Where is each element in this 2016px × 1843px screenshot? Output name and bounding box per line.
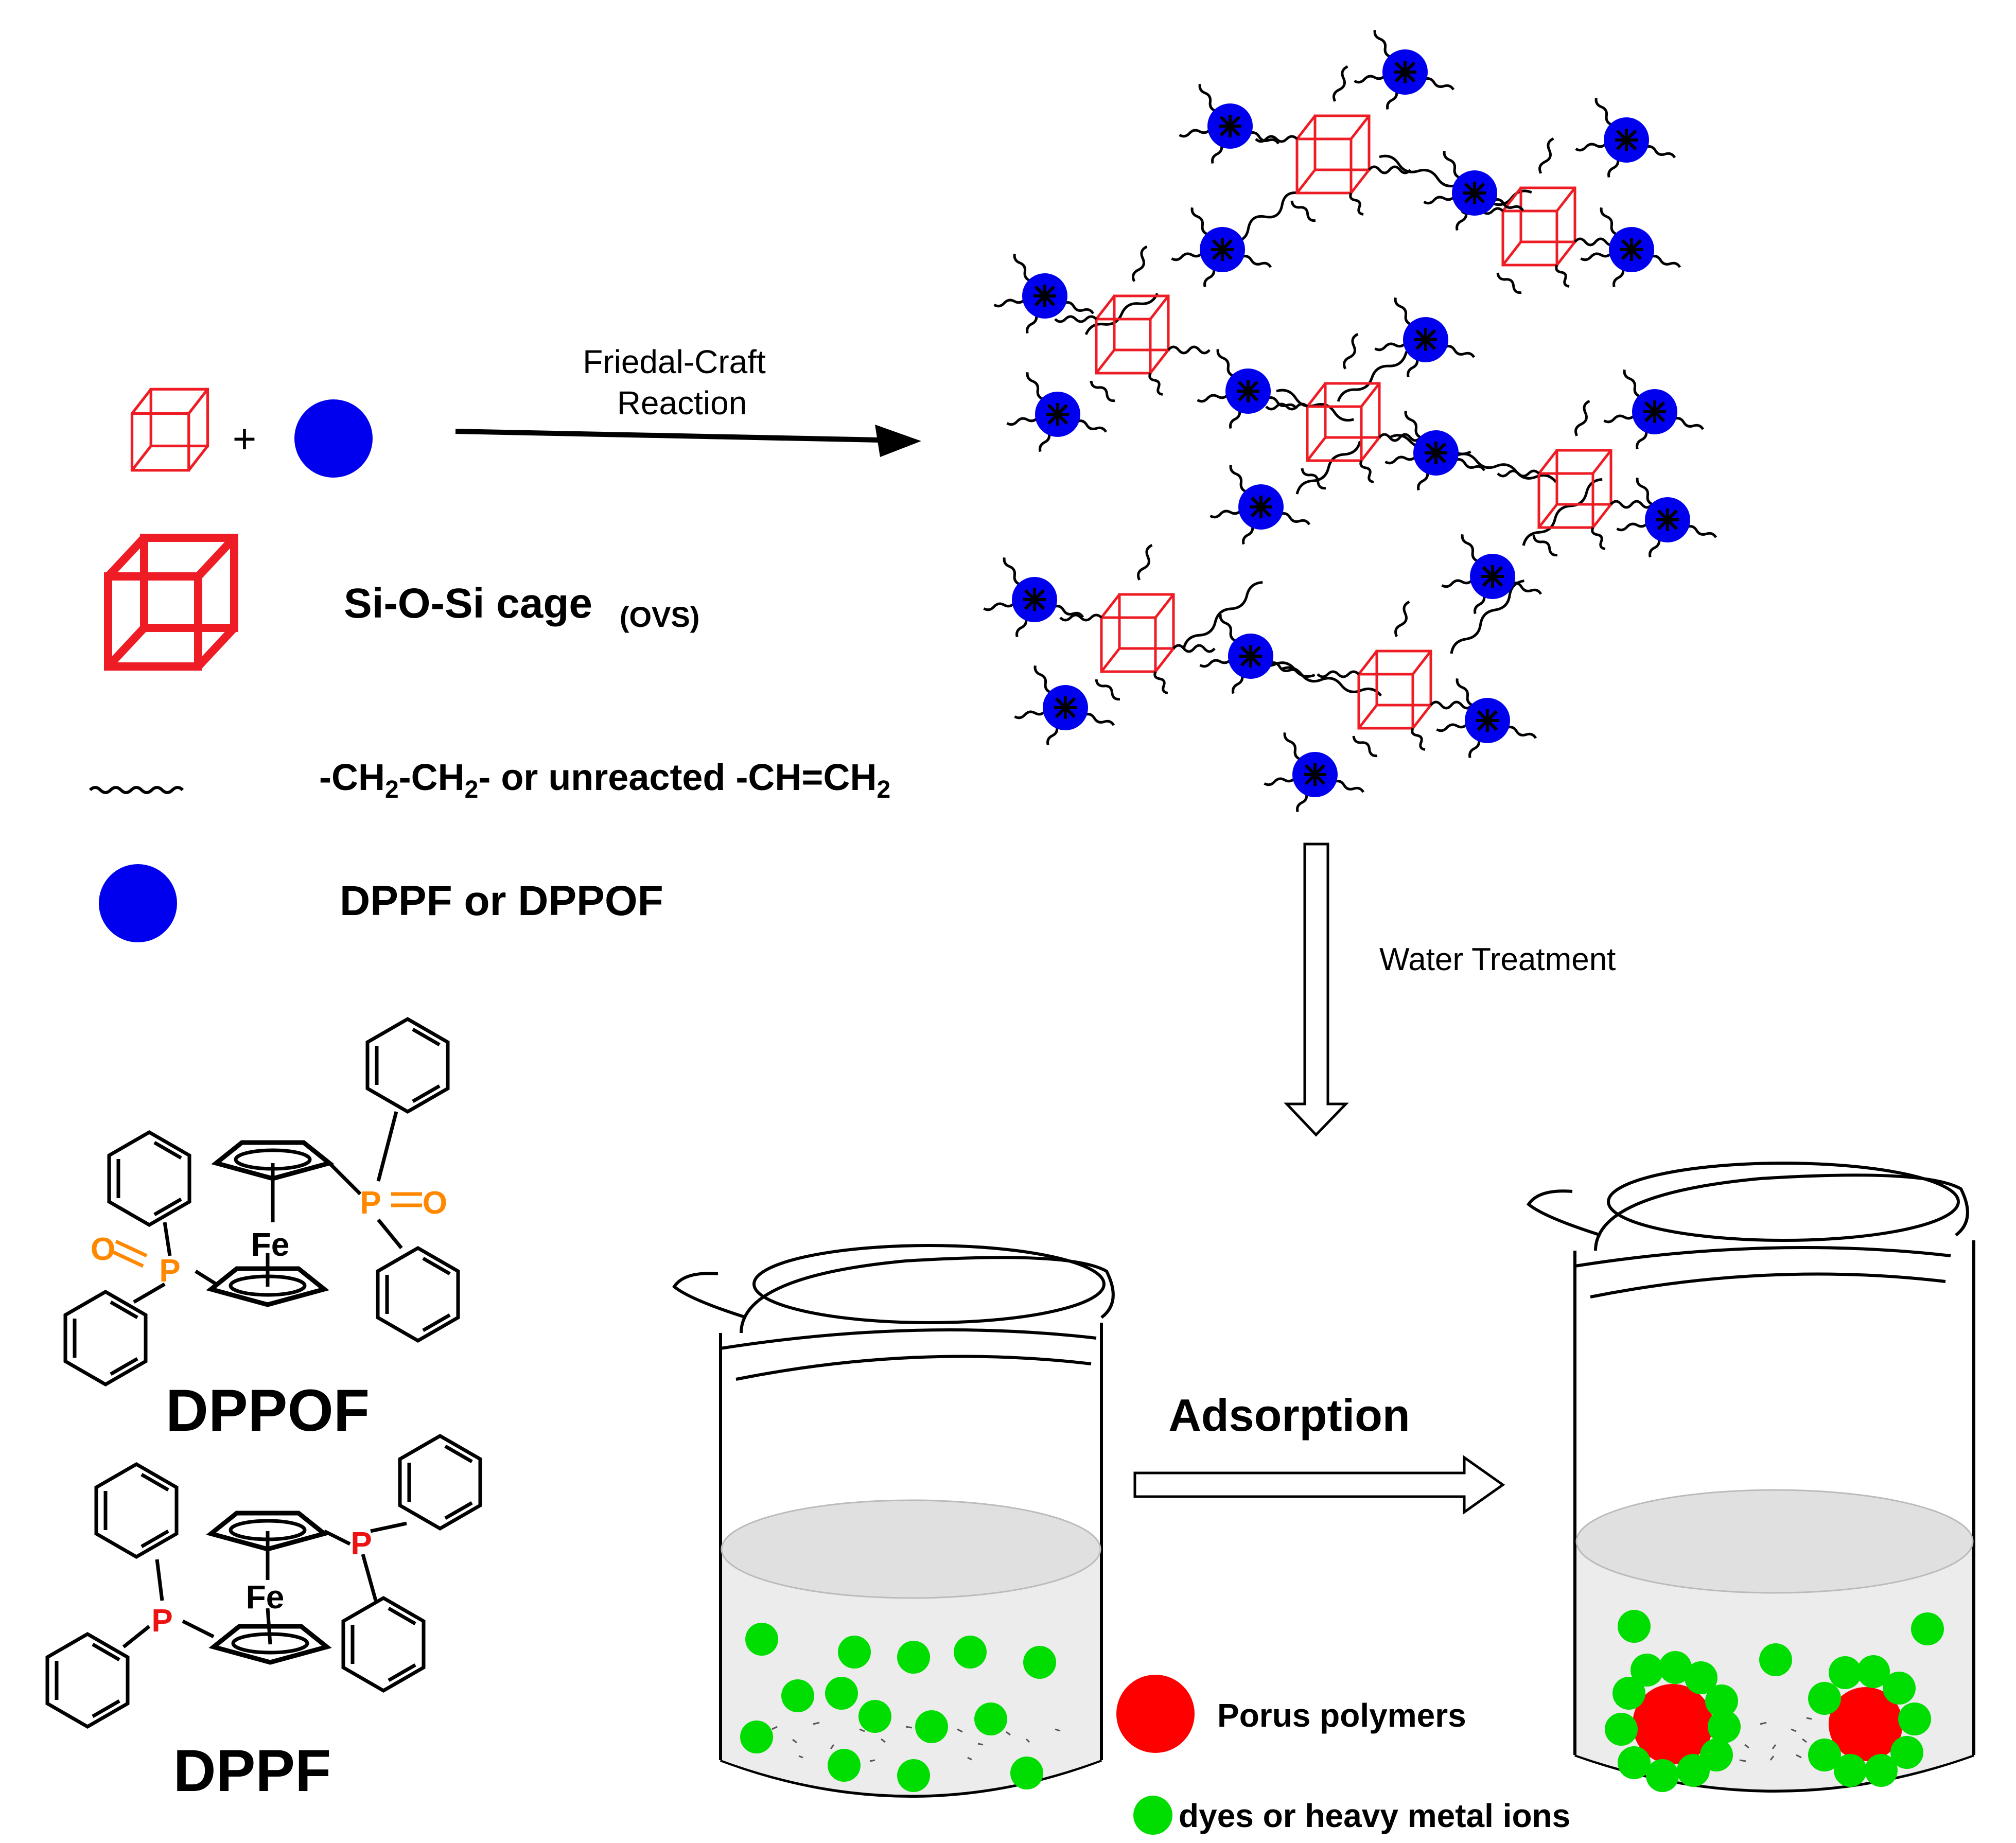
dppof-name: DPPOF [166,1378,370,1444]
polymer-cluster-right [1808,1655,1931,1787]
beaker-after [1527,1162,1975,1793]
dye-legend-icon [1133,1796,1172,1835]
dppof-p-right: P [360,1185,381,1221]
dppof-p-left: P [159,1253,180,1289]
ferrocene-legend-icon [99,864,177,942]
adsorption-label: Adsorption [1168,1390,1410,1441]
porous-polymer-label: Porus polymers [1217,1697,1466,1734]
dppf-name: DPPF [173,1738,331,1804]
adsorption-arrow [1133,1455,1505,1515]
dppf-p-left: P [151,1603,172,1639]
arrow-label-line1: Friedal-Craft [583,343,766,380]
reactant-cube [132,389,208,470]
reaction-arrow [455,425,921,457]
dppof-structure: Fe P O P O [65,1019,458,1384]
plus-sign: + [233,416,257,462]
dye-label: dyes or heavy metal ions [1179,1797,1570,1834]
cage-legend-icon [104,534,238,671]
polymer-cluster-left [1605,1651,1741,1792]
dppf-fe-symbol: Fe [246,1578,285,1616]
chain-label: -CH2-CH2- or unreacted -CH=CH2 [319,757,890,803]
cage-label: Si-O-Si cage (OVS) [344,580,699,633]
dppof-o-right: O [423,1185,447,1221]
water-treatment-label: Water Treatment [1379,942,1616,977]
arrow-label-line2: Reaction [617,384,747,422]
porous-network [984,29,1717,813]
porous-polymer-legend-icon [1116,1675,1195,1753]
beaker-before [672,1244,1115,1798]
dppf-p-right: P [350,1526,372,1561]
reactant-ferrocene-bead [294,399,373,478]
dppf-structure: Fe P P [47,1436,480,1727]
chain-legend-icon [89,786,184,794]
water-treatment-arrow [1284,842,1349,1137]
dppof-o-left: O [91,1232,115,1267]
dppof-fe-symbol: Fe [251,1226,290,1263]
ferrocene-label: DPPF or DPPOF [340,877,663,924]
